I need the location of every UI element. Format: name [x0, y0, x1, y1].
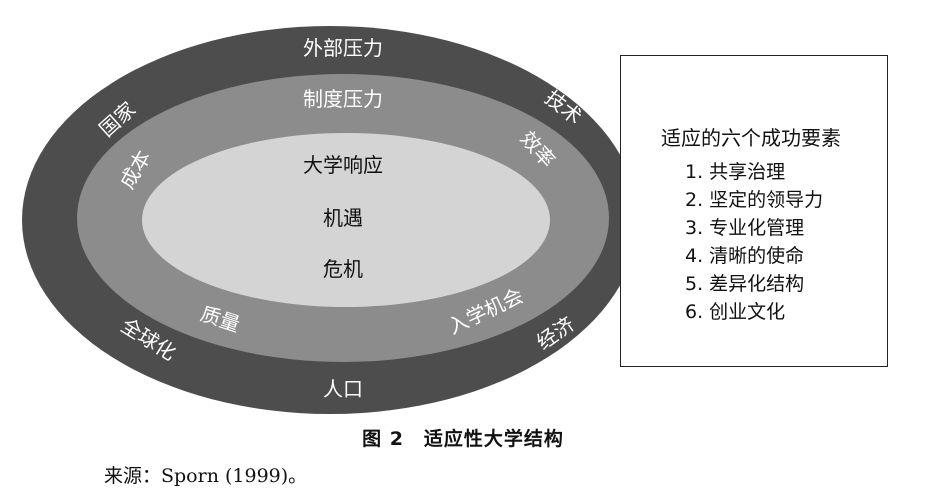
success-factor-item: 6. 创业文化 [685, 301, 786, 323]
inner-line-2: 机遇 [323, 206, 363, 230]
success-factors-box: 适应的六个成功要素 1. 共享治理 2. 坚定的领导力 3. 专业化管理 4. … [620, 55, 888, 367]
success-factor-item: 2. 坚定的领导力 [685, 189, 824, 211]
success-factor-item: 1. 共享治理 [685, 161, 786, 183]
source-note: 来源：Sporn (1999)。 [104, 465, 308, 487]
inner-ellipse [142, 133, 550, 307]
nested-ellipse-diagram: 外部压力 人口 国家 技术 全球化 经济 制度压力 成本 效率 质量 入学机会 … [22, 26, 638, 414]
outer-top-label: 外部压力 [303, 36, 383, 60]
inner-line-1: 大学响应 [303, 153, 383, 177]
success-factor-item: 4. 清晰的使命 [685, 245, 805, 267]
middle-top-label: 制度压力 [303, 87, 383, 111]
success-factors-title: 适应的六个成功要素 [661, 126, 841, 150]
success-factor-item: 3. 专业化管理 [685, 217, 805, 239]
figure-caption: 图 2 适应性大学结构 [362, 428, 564, 450]
success-factors-list: 1. 共享治理 2. 坚定的领导力 3. 专业化管理 4. 清晰的使命 5. 差… [685, 158, 823, 326]
success-factor-item: 5. 差异化结构 [685, 273, 805, 295]
inner-line-3: 危机 [323, 257, 363, 281]
outer-bottom-label: 人口 [323, 377, 363, 401]
